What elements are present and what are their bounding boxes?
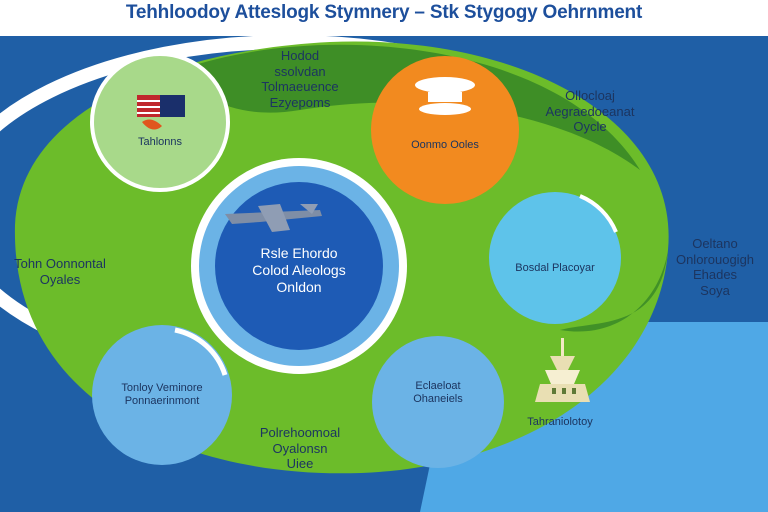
top-right-line-3: Oycle [573,119,607,135]
flag-icon [137,95,185,130]
core-line-3: Onldon [276,278,322,295]
label-left: Tohn Oonnontal Oyales [0,256,120,287]
aircraft-icon [225,204,322,232]
green-circle [90,52,230,192]
bottom-center-line-2: Oyalonsn [272,440,328,456]
label-top-center: Hodod ssolvdan Tolmaeuence Ezyepoms [225,48,375,110]
bottom-center-line-3: Uiee [286,456,314,472]
right-line-3: Ehades [692,267,738,283]
top-center-line-3: Tolmaeuence [261,79,339,95]
label-bottom-left-circle: Tonloy Veminore Ponnaerinmont [97,382,227,408]
label-green-circle: Tahlonns [137,136,183,148]
core-line-2: Colod Aleologs [252,261,346,278]
top-center-line-2: ssolvdan [274,63,326,79]
tower-icon [535,338,590,402]
right-line-2: Onlorouogigh [675,251,755,267]
top-right-line-1: Ollocloaj [565,88,615,103]
cyan-circle [489,192,621,324]
label-tower: Tahraniolotoy [527,416,593,428]
label-core: Rsle Ehordo Colod Aleologs Onldon [234,245,364,295]
right-line-4: Soya [700,282,730,298]
label-bottom-center: Polrehoomoal Oyalonsn Uiee [230,425,370,472]
label-orange-circle: Oonmo Ooles [411,139,479,151]
bottom-circle [372,336,504,468]
top-center-line-1: Hodod [280,48,320,63]
label-top-right: Ollocloaj Aegraedoeanat Oycle [520,88,660,135]
bottom-center-line-1: Polrehoomoal [259,425,341,440]
left-line-2: Oyales [39,271,81,287]
label-bottom-circle: Eclaeloat Ohaneiels [388,380,488,406]
blue-arc [174,327,228,376]
page-title: Tehhloodoy Atteslogk Stymnery – Stk Styg… [125,2,643,23]
label-right: Oeltano Onlorouogigh Ehades Soya [662,236,768,298]
right-line-1: Oeltano [692,236,738,251]
cyan-arc [579,194,618,233]
bottom-circle-line-1: Eclaeloat [415,380,461,392]
orange-circle [371,56,519,204]
left-line-1: Tohn Oonnontal [14,256,106,271]
top-center-line-4: Ezyepoms [269,94,331,110]
label-cyan-circle: Bosdal Placoyar [515,262,595,274]
core-circle [215,182,383,350]
core-line-1: Rsle Ehordo [260,245,338,261]
cloud-icon [415,77,475,115]
top-right-line-2: Aegraedoeanat [545,103,635,119]
bottom-left-circle [92,325,232,465]
dark-green-band [180,44,640,170]
bottom-left-line-1: Tonloy Veminore [121,382,203,394]
bottom-left-line-2: Ponnaerinmont [124,395,200,408]
bottom-circle-line-2: Ohaneiels [413,393,463,406]
